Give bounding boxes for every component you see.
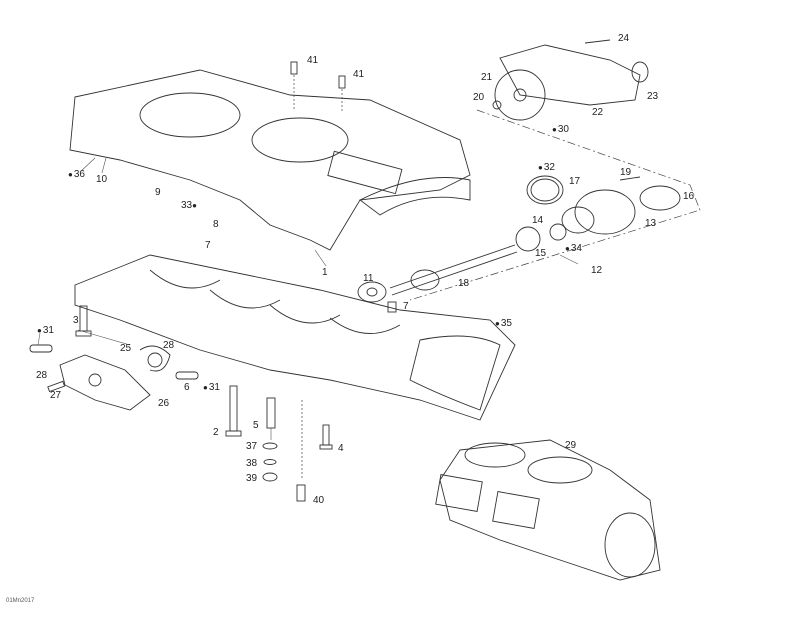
callout-6[interactable]: 6: [184, 382, 190, 393]
callout-34[interactable]: ●34: [565, 243, 582, 254]
sealant-drop-icon: ●: [495, 319, 500, 328]
callout-25[interactable]: 25: [120, 343, 132, 354]
callout-40[interactable]: 40: [313, 495, 325, 506]
callout-3[interactable]: 3: [73, 315, 79, 326]
callout-26[interactable]: 26: [158, 398, 170, 409]
callout-38[interactable]: 38: [246, 458, 258, 469]
callout-32[interactable]: ●32: [538, 162, 555, 173]
engine-block-29: [435, 439, 661, 581]
callout-11[interactable]: 11: [363, 273, 374, 284]
callout-7a[interactable]: 7: [205, 240, 211, 251]
callout-35[interactable]: ●35: [495, 318, 512, 329]
callout-2[interactable]: 2: [213, 427, 219, 438]
callout-28a[interactable]: 28: [163, 340, 175, 351]
callout-37[interactable]: 37: [246, 441, 258, 452]
sealant-drop-icon: ●: [37, 326, 42, 335]
callout-16[interactable]: 16: [683, 191, 695, 202]
callout-10[interactable]: 10: [96, 174, 108, 185]
callout-28b[interactable]: 28: [36, 370, 48, 381]
callout-22[interactable]: 22: [592, 107, 604, 118]
callout-13[interactable]: 13: [645, 218, 657, 229]
lower-crankcase: [74, 254, 516, 421]
callout-30[interactable]: ●30: [552, 124, 569, 135]
callout-9[interactable]: 9: [155, 187, 161, 198]
drive-shaft: [357, 244, 518, 313]
callout-15[interactable]: 15: [535, 248, 547, 259]
callout-21[interactable]: 21: [481, 72, 493, 83]
callout-4[interactable]: 4: [338, 443, 344, 454]
seal-assembly: [515, 175, 681, 252]
callout-33[interactable]: 33●: [181, 200, 197, 211]
callout-29[interactable]: 29: [565, 440, 577, 451]
callout-41a[interactable]: 41: [307, 55, 319, 66]
upper-crankcase: [69, 69, 471, 251]
callout-31a[interactable]: ●31: [37, 325, 54, 336]
callout-31b[interactable]: ●31: [203, 382, 220, 393]
callout-1[interactable]: 1: [322, 267, 328, 278]
sealant-drop-icon: ●: [68, 170, 73, 179]
callout-36[interactable]: ●36: [68, 169, 85, 180]
callout-5[interactable]: 5: [253, 420, 259, 431]
callout-27[interactable]: 27: [50, 390, 62, 401]
sealant-drop-icon: ●: [538, 163, 543, 172]
callout-23[interactable]: 23: [647, 91, 659, 102]
callout-24[interactable]: 24: [618, 33, 630, 44]
callout-39[interactable]: 39: [246, 473, 258, 484]
bolt-41-pair: [290, 61, 346, 112]
sealant-drop-icon: ●: [565, 244, 570, 253]
callout-18[interactable]: 18: [458, 278, 470, 289]
leader-lines: [37, 157, 579, 346]
fasteners-bottom: [225, 385, 333, 502]
callout-17[interactable]: 17: [569, 176, 581, 187]
callout-7b[interactable]: 7: [403, 301, 409, 312]
callout-14[interactable]: 14: [532, 215, 544, 226]
callout-8[interactable]: 8: [213, 219, 219, 230]
water-pump-housing: [409, 39, 701, 301]
callout-20[interactable]: 20: [473, 92, 485, 103]
sealant-drop-icon: ●: [552, 125, 557, 134]
callout-41b[interactable]: 41: [353, 69, 365, 80]
diagram-reference-code: 01Mn2017: [6, 598, 35, 604]
callout-19[interactable]: 19: [620, 167, 632, 178]
callout-12[interactable]: 12: [591, 265, 603, 276]
sealant-drop-icon: ●: [203, 383, 208, 392]
sealant-drop-icon: ●: [192, 201, 197, 210]
